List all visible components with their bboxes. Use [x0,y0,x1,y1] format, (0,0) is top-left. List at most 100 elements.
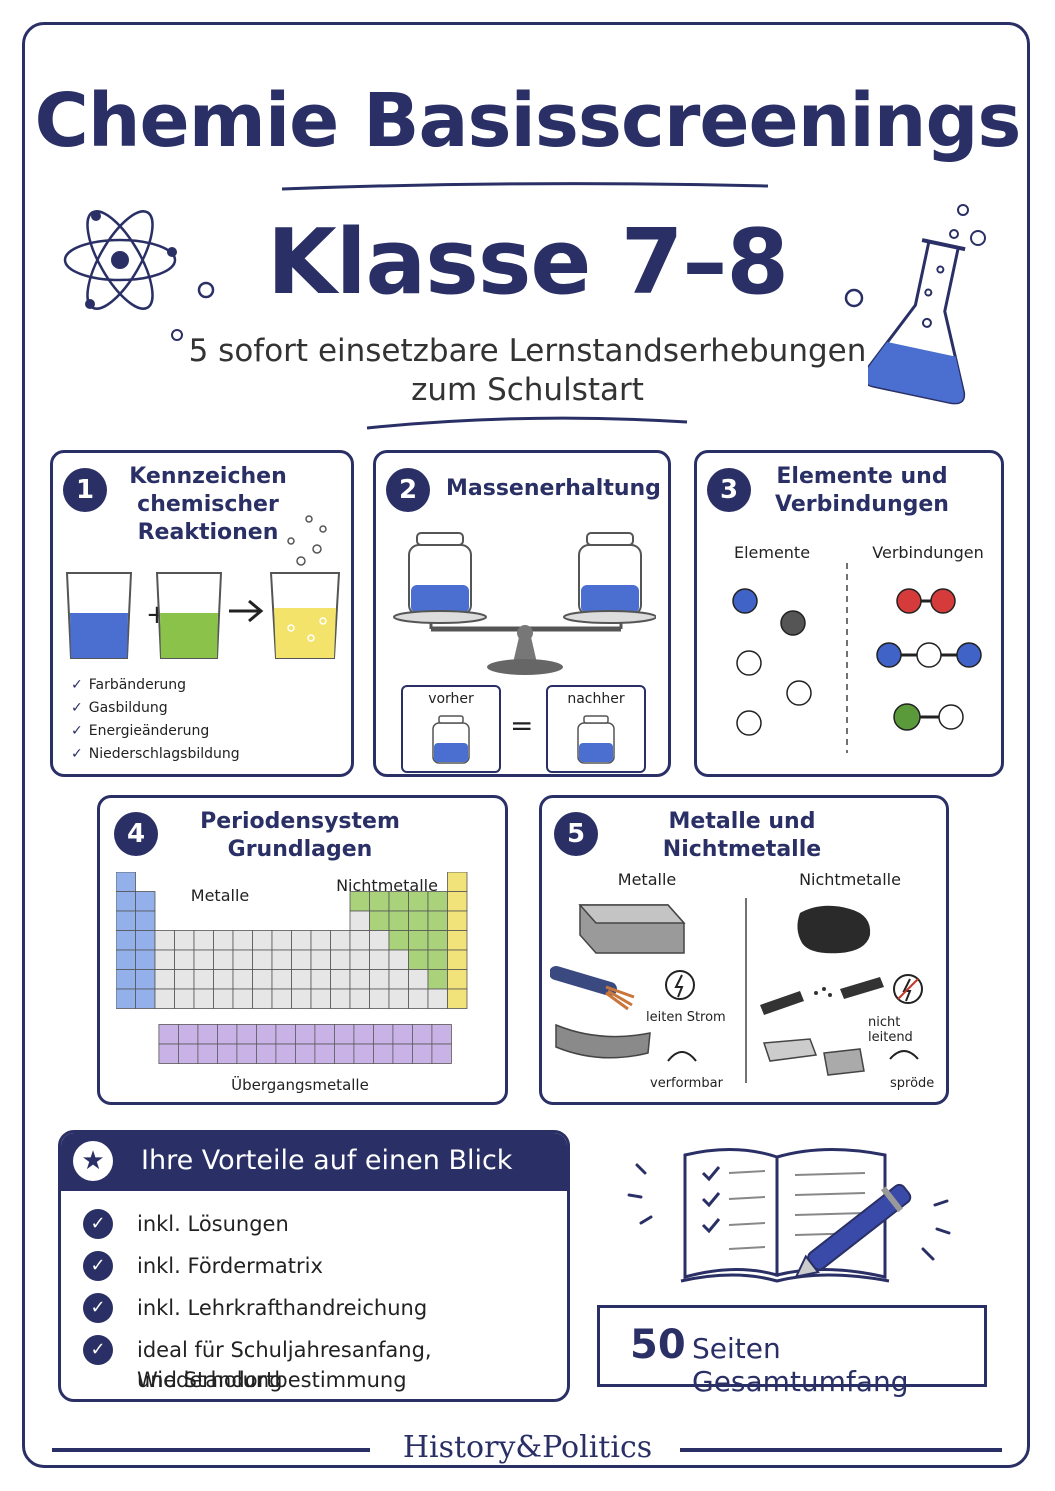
periodic-cell [135,910,156,931]
periodic-cell [217,1043,238,1064]
atom-icon [63,210,177,310]
periodic-cell [116,969,136,990]
periodic-cell [369,930,390,951]
periodic-cell [252,949,273,970]
periodic-cell [174,969,195,990]
periodic-cell [330,988,351,1009]
periodic-cell [392,1043,413,1064]
periodic-cell [369,969,390,990]
periodic-cell [369,891,390,912]
periodic-cell [330,969,351,990]
card-number: 5 [554,812,598,856]
periodic-cell [193,969,214,990]
periodic-cell [349,949,370,970]
periodic-cell [174,930,195,951]
periodic-cell [271,969,292,990]
periodic-cell [408,969,429,990]
periodic-cell [333,1043,355,1064]
prop-malleable: verformbar [650,1076,723,1091]
benefits-header: ★ Ihre Vorteile auf einen Blick [61,1133,567,1191]
nonmetals-label: Nichtmetalle [336,876,438,895]
periodic-cell [116,891,136,912]
periodic-cell [158,1043,179,1064]
bubble-icon [171,329,183,341]
checklist-item: ✓Energieänderung [71,723,210,739]
page-frame [22,22,1030,1468]
periodic-cell [349,930,370,951]
card-elements-compounds: 3 Elemente und Verbindungen Elemente Ver… [694,450,1004,777]
periodic-cell [275,1043,296,1064]
metals-label: Metalle [190,886,250,905]
periodic-cell [291,930,312,951]
periodic-cell [369,910,390,931]
periodic-cell [116,930,136,951]
periodic-cell [408,891,429,912]
periodic-cell [178,1024,199,1045]
nonmetals-label: Nichtmetalle [799,870,901,889]
periodic-cell [447,872,468,892]
benefits-box: ★ Ihre Vorteile auf einen Blick ✓ inkl. … [58,1130,570,1402]
periodic-cell [154,930,175,951]
periodic-cell [135,891,156,912]
check-icon: ✓ [83,1335,113,1365]
transition-metals-label: Übergangsmetalle [231,1076,369,1094]
periodic-cell [447,988,468,1009]
periodic-cell [154,969,175,990]
periodic-cell [213,988,234,1009]
periodic-cell [294,1043,316,1064]
periodic-cell [431,1043,452,1064]
subtitle-line2: zum Schulstart [411,372,644,408]
benefit-item-continued: und Standortbestimmung [137,1368,407,1392]
periodic-cell [431,1024,452,1045]
periodic-cell [427,891,448,912]
prop-nonconductive: nicht leitend [868,1015,913,1045]
periodic-cell [116,910,136,931]
periodic-cell [392,1024,413,1045]
flask-icon [868,204,986,405]
periodic-cell [291,988,312,1009]
compounds-label: Verbindungen [872,543,984,562]
periodic-cell [178,1043,199,1064]
page-count: 50 [630,1322,686,1368]
check-icon: ✓ [83,1251,113,1281]
subtitle-line1: 5 sofort einsetzbare Lernstandserhebunge… [188,333,867,369]
periodic-cell [388,891,409,912]
card-mass-conservation: 2 Massenerhaltung vorher = nachher [373,450,671,777]
periodic-cell [369,988,390,1009]
periodic-cell [349,969,370,990]
footer-line-right [680,1448,1002,1452]
periodic-cell [353,1024,374,1045]
periodic-cell [135,969,156,990]
periodic-cell [408,949,429,970]
periodic-cell [135,988,156,1009]
card-title: Metalle und Nichtmetalle [662,809,822,862]
periodic-cell [333,1024,355,1045]
periodic-cell [310,930,331,951]
periodic-cell [213,949,234,970]
prop-brittle: spröde [890,1076,935,1091]
after-box: nachher [546,685,646,773]
periodic-cell [232,949,253,970]
subtitle-underline [366,416,688,430]
card-chemical-reactions: 1 Kennzeichen chemischer Reaktionen + ✓F… [50,450,354,777]
periodic-cell [447,949,468,970]
check-icon: ✓ [83,1293,113,1323]
periodic-cell [213,930,234,951]
footer-line-left [52,1448,370,1452]
periodic-cell [447,930,468,951]
grade-title: Klasse 7–8 [266,210,789,315]
periodic-cell [388,930,409,951]
balance-illustration [393,532,656,675]
periodic-cell [447,969,468,990]
periodic-cell [232,930,253,951]
periodic-cell [349,988,370,1009]
metals-label: Metalle [617,870,677,889]
periodic-cell [271,949,292,970]
card-number: 2 [386,468,430,512]
card-title: Elemente und Verbindungen [775,464,949,517]
periodic-cell [252,969,273,990]
periodic-cell [310,969,331,990]
card-number: 1 [63,468,107,512]
card-number: 3 [707,468,751,512]
bubble-icon [844,288,864,308]
